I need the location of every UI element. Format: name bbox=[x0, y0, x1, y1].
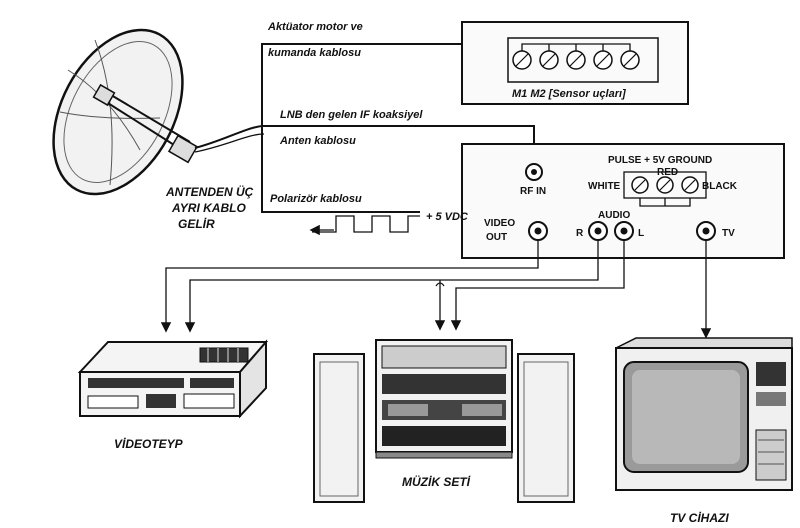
lnb-cable-label: LNB den gelen IF koaksiyel bbox=[280, 109, 423, 121]
actuator-cable bbox=[261, 43, 464, 126]
audio-r-port bbox=[588, 221, 608, 241]
tv-caption: TV CİHAZI bbox=[670, 510, 729, 525]
receiver-box: RF IN PULSE + 5V GROUND RED WHITE BLACK … bbox=[461, 143, 785, 259]
antenna-note-line3: GELİR bbox=[178, 216, 215, 231]
audio-r-label: R bbox=[576, 228, 584, 239]
pulse-waveform bbox=[312, 215, 420, 233]
polarizer-cable-label: Polarizör kablosu bbox=[270, 193, 362, 205]
rf-in-label: RF IN bbox=[520, 186, 546, 197]
antenna-note-line1: ANTENDEN ÜÇ bbox=[165, 184, 254, 199]
tv-device bbox=[615, 337, 793, 491]
actuator-cable-label-line2: kumanda kablosu bbox=[268, 47, 361, 59]
white-label: WHITE bbox=[588, 181, 621, 192]
antenna-note-line2: AYRI KABLO bbox=[171, 201, 246, 215]
tv-port bbox=[696, 221, 716, 241]
stereo-unit bbox=[375, 339, 513, 459]
satellite-dish bbox=[52, 28, 199, 196]
rf-in-port bbox=[525, 163, 543, 181]
video-out-label-line2: OUT bbox=[486, 232, 507, 243]
antenna-cable-label: Anten kablosu bbox=[279, 135, 356, 147]
actuator-box: M1 M2 [Sensor uçları] bbox=[461, 21, 689, 105]
vcr-device bbox=[77, 339, 269, 419]
audio-cables bbox=[184, 240, 625, 333]
pulse-header-label: PULSE + 5V GROUND bbox=[608, 155, 712, 166]
tv-port-label: TV bbox=[722, 228, 735, 239]
sensor-terminal-screws bbox=[512, 43, 640, 70]
pulse-terminal-screws bbox=[631, 176, 699, 194]
audio-l-port bbox=[614, 221, 634, 241]
audio-l-label: L bbox=[638, 228, 644, 239]
actuator-cable-label-line1: Aktüator motor ve bbox=[267, 21, 363, 33]
video-out-port bbox=[528, 221, 548, 241]
polarizer-cable bbox=[261, 126, 420, 213]
video-cable-to-vcr bbox=[160, 240, 539, 333]
stereo-caption: MÜZİK SETİ bbox=[402, 474, 471, 489]
speaker-left bbox=[313, 353, 365, 503]
dish-cable-bundle bbox=[194, 125, 263, 149]
black-label: BLACK bbox=[702, 181, 738, 192]
vdc-label: + 5 VDC bbox=[426, 211, 469, 223]
sensor-terminals-label: M1 M2 [Sensor uçları] bbox=[512, 88, 626, 100]
speaker-right bbox=[517, 353, 575, 503]
vcr-caption: VİDEOTEYP bbox=[114, 436, 184, 451]
audio-label: AUDIO bbox=[598, 210, 630, 221]
video-out-label-line1: VIDEO bbox=[484, 218, 515, 229]
